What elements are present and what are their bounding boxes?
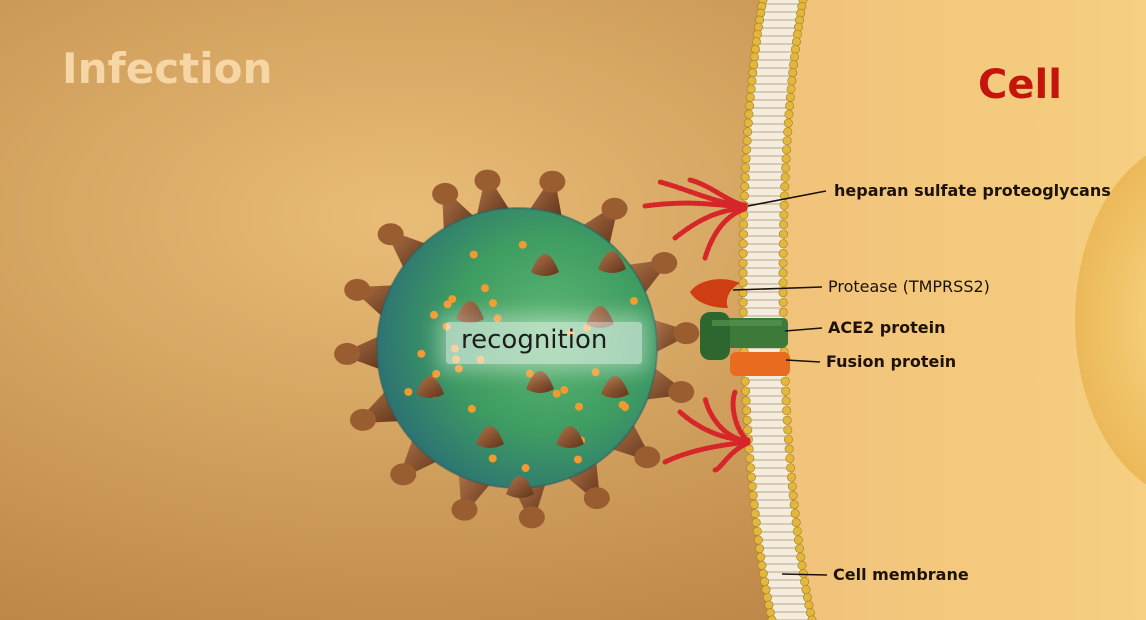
cell-interior <box>768 0 1146 620</box>
ace2-label: ACE2 protein <box>828 318 946 337</box>
heparan-sulfate-label: heparan sulfate proteoglycans <box>834 181 1111 200</box>
ace2-receptor <box>700 312 788 360</box>
fusion-protein-label: Fusion protein <box>826 352 957 371</box>
infection-title: Infection <box>62 44 273 93</box>
cell-membrane-label: Cell membrane <box>833 565 969 584</box>
protease-tmprss2 <box>690 279 740 308</box>
nucleus <box>1075 155 1146 485</box>
proteoglycan-bottom <box>662 389 751 473</box>
leader-lines <box>732 190 828 576</box>
recognition-label: recognition <box>461 325 608 355</box>
protease-label: Protease (TMPRSS2) <box>828 277 990 296</box>
proteoglycan-top <box>642 177 748 261</box>
recognition-highlight <box>446 322 642 364</box>
cell-membrane <box>738 0 817 620</box>
fusion-protein <box>730 352 790 376</box>
cell-title: Cell <box>978 62 1062 108</box>
